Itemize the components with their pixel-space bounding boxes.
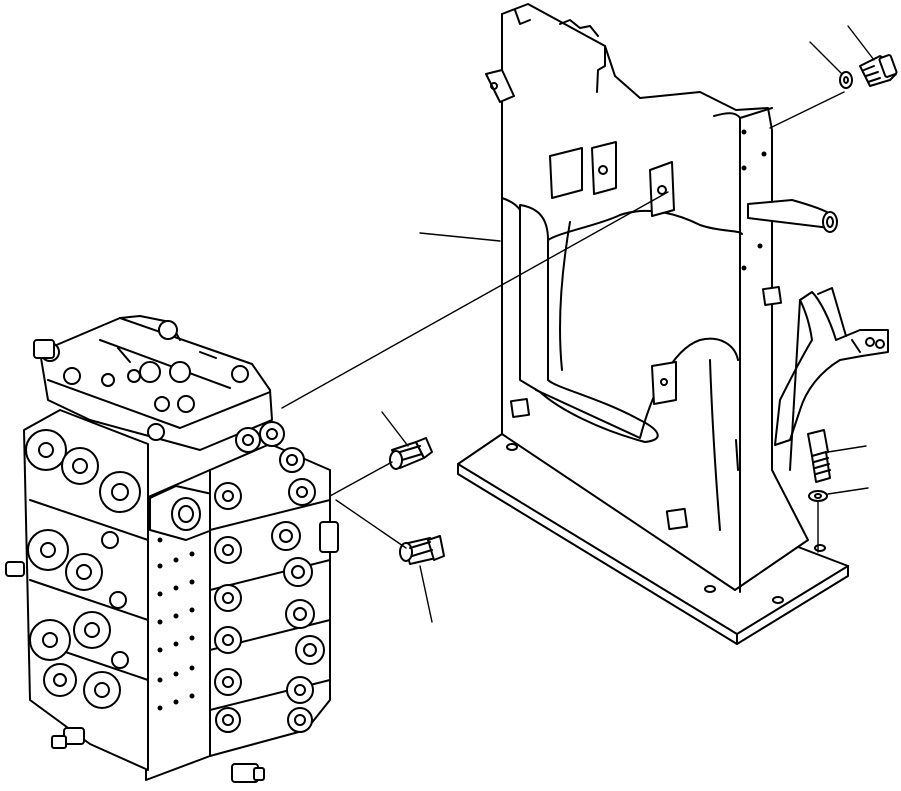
- valve-left-caps: [25, 429, 141, 709]
- leader-sensor-upper-to-valve: [329, 461, 393, 497]
- leader-bracket: [419, 232, 501, 242]
- control-valve-assembly: [5, 315, 339, 783]
- pressure-sensor-upper: [389, 437, 433, 470]
- leader-sensor-lower: [419, 565, 433, 623]
- valve-mounting-bracket: [457, 3, 889, 645]
- leader-valve-bracket: [281, 191, 669, 409]
- washer-right: [808, 490, 828, 502]
- leader-sensor-upper: [381, 411, 409, 447]
- valve-bottom-fittings: [231, 763, 265, 783]
- valve-left-fittings: [5, 339, 85, 749]
- leader-washer-right: [827, 487, 869, 495]
- leader-sensor-lower-to-valve: [335, 499, 407, 549]
- leader-washer-top: [809, 41, 843, 75]
- leader-bolt-to-bracket: [769, 91, 845, 129]
- pressure-sensor-lower: [399, 535, 445, 565]
- leader-bolt-right: [827, 445, 867, 453]
- leader-bolt-top: [847, 25, 875, 61]
- mounting-bolt-right: [807, 429, 831, 483]
- valve-right-fitting: [319, 521, 339, 553]
- valve-right-caps: [214, 421, 325, 733]
- washer-top: [839, 71, 853, 89]
- mounting-bolt-top: [859, 54, 898, 87]
